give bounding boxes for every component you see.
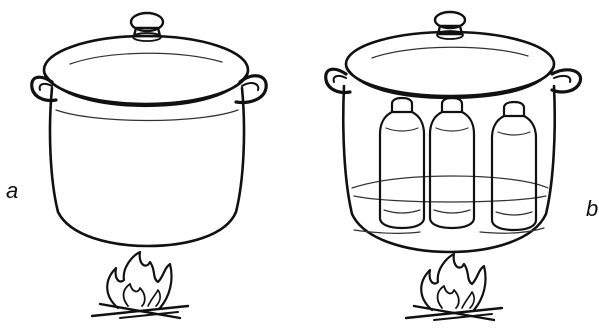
flame-icon [406, 254, 502, 320]
panel-a-empty-pot [32, 13, 266, 318]
pot-handle-right [236, 76, 266, 103]
pot-lid [44, 36, 248, 106]
bottle-left [380, 98, 424, 228]
panel-b-pot-with-bottles [326, 12, 581, 320]
pot-handle-left [326, 69, 350, 92]
lid-knob [435, 12, 465, 39]
bottle-middle [430, 98, 474, 228]
bottle-right [492, 102, 536, 230]
panel-label-a: a [6, 178, 18, 203]
panel-label-b: b [586, 196, 598, 221]
pot-handle-right [552, 70, 581, 92]
pot-body [50, 88, 244, 246]
pot-lid [346, 32, 554, 98]
water-surface [352, 176, 548, 233]
lid-knob [131, 13, 163, 41]
flame-icon [92, 252, 188, 318]
